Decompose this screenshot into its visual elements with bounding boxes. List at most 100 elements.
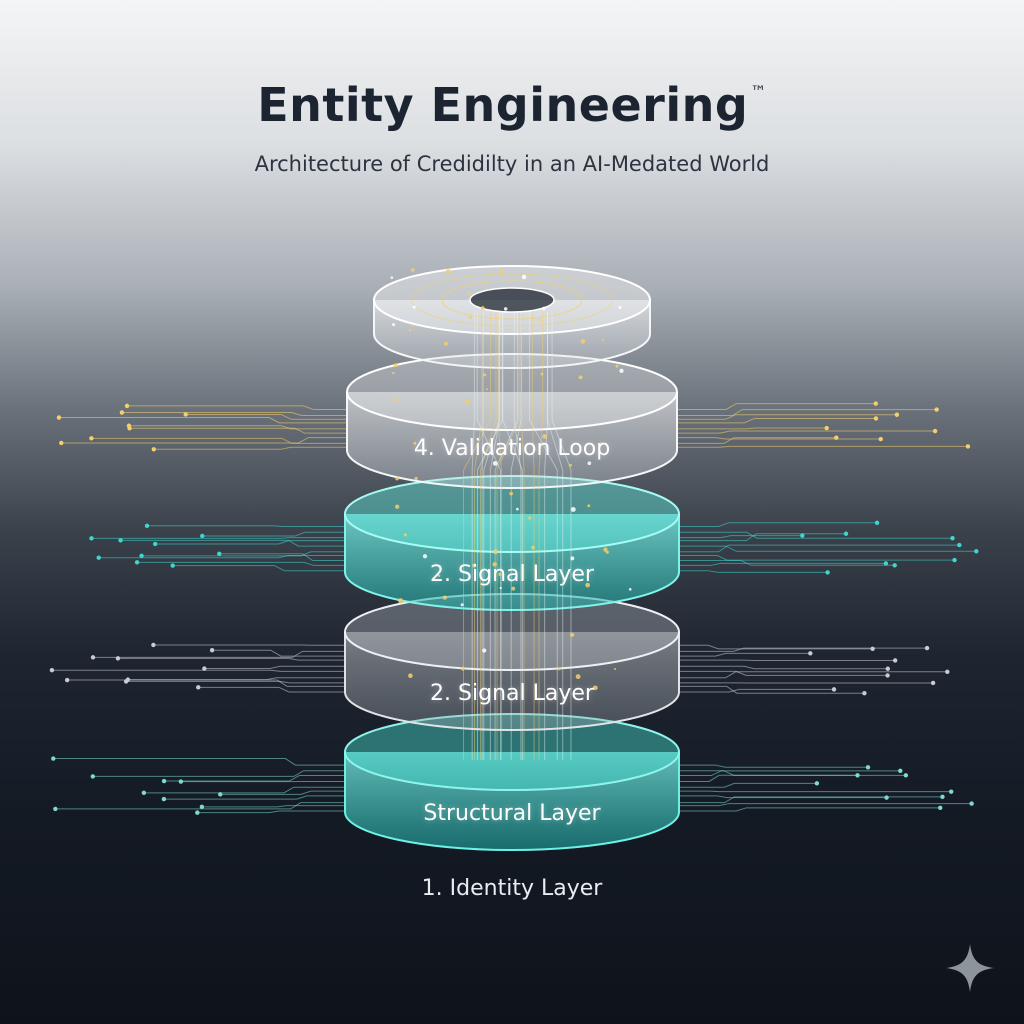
circuit-node	[64, 677, 70, 683]
circuit-line	[172, 565, 346, 572]
glow-particle	[531, 545, 535, 550]
filament-line	[513, 312, 522, 760]
circuit-node	[874, 520, 880, 526]
layer-label-identity: 1. Identity Layer	[421, 876, 603, 901]
circuit-node	[862, 690, 867, 696]
filament-line	[483, 312, 500, 760]
circuit-node	[152, 541, 158, 547]
glow-particle	[443, 341, 448, 346]
circuit-node	[800, 533, 805, 538]
filament-line	[531, 312, 535, 760]
central-filaments	[463, 312, 572, 760]
circuit-node	[196, 685, 201, 690]
circuit-line	[212, 649, 346, 657]
filament-line	[546, 312, 564, 760]
circuit-line	[91, 537, 346, 539]
circuit-node	[195, 810, 200, 815]
circuit-node	[855, 773, 860, 778]
filament-line	[497, 312, 503, 760]
circuit-line	[678, 562, 886, 566]
circuit-line	[678, 554, 955, 561]
glow-particle	[618, 305, 622, 310]
circuit-line	[117, 657, 346, 661]
circuit-line	[678, 795, 887, 799]
circuit-line	[147, 525, 346, 527]
glow-particle	[492, 549, 499, 555]
glow-particle	[570, 506, 576, 512]
circuit-line	[137, 561, 346, 566]
circuit-line	[678, 545, 977, 552]
circuit-node	[89, 436, 94, 441]
glow-particle	[395, 504, 400, 509]
glow-particle	[393, 363, 398, 368]
filament-line	[476, 312, 502, 760]
filament-line	[551, 312, 572, 760]
filament-line	[471, 312, 475, 760]
glow-particle	[492, 461, 498, 466]
circuit-line	[91, 437, 348, 444]
circuit-line	[164, 775, 346, 782]
glow-particle	[498, 572, 502, 576]
circuit-node	[199, 804, 205, 810]
circuit-line	[202, 531, 346, 537]
filament-line	[463, 312, 491, 760]
sparkle-icon	[946, 944, 994, 992]
circuit-node	[824, 425, 829, 431]
circuit-line	[127, 677, 346, 681]
circuit-node	[940, 794, 945, 800]
circuit-line	[143, 786, 346, 794]
circuit-node	[53, 806, 58, 812]
circuit-node	[952, 557, 957, 563]
circuit-line	[98, 554, 346, 559]
circuit-line	[129, 427, 348, 434]
circuit-line	[678, 533, 847, 542]
circuit-node	[932, 428, 938, 434]
circuit-node	[894, 412, 900, 417]
circuit-line	[678, 647, 928, 652]
glow-particle	[460, 688, 463, 691]
filament-line	[496, 312, 520, 760]
glow-particle	[628, 588, 632, 591]
circuit-line	[153, 446, 348, 450]
glow-particle	[408, 329, 412, 332]
circuit-node	[161, 778, 167, 784]
circuit-line	[678, 790, 952, 793]
circuit-line	[678, 522, 878, 527]
glow-particle	[602, 339, 605, 342]
layer-disc-signal-grey	[344, 593, 680, 731]
circuit-line	[678, 782, 817, 788]
layer-disc-structural	[344, 713, 680, 851]
glow-particle	[392, 323, 396, 327]
glow-particle	[509, 491, 514, 496]
circuit-line	[198, 686, 346, 693]
circuit-node	[90, 655, 96, 660]
circuit-node	[873, 416, 879, 421]
circuit-node	[200, 533, 205, 539]
circuit-node	[930, 680, 936, 686]
glow-particle	[580, 339, 586, 344]
circuit-node	[89, 536, 94, 541]
circuit-line	[51, 669, 346, 672]
glow-particle	[542, 306, 546, 311]
circuit-line	[678, 764, 869, 768]
circuit-line	[678, 803, 972, 807]
circuit-node	[924, 645, 930, 651]
circuit-node	[178, 779, 184, 784]
circuit-line	[678, 560, 895, 566]
circuit-node	[974, 549, 979, 554]
glow-particle	[619, 368, 624, 373]
circuit-node	[151, 642, 156, 648]
circuit-line	[676, 437, 837, 444]
circuit-node	[202, 666, 207, 671]
circuit-node	[948, 789, 954, 794]
glow-particle	[403, 533, 407, 537]
glow-particle	[445, 269, 451, 275]
circuit-line	[201, 805, 346, 808]
circuit-line	[676, 409, 937, 417]
circuit-node	[139, 553, 144, 559]
circuit-line	[220, 790, 346, 795]
circuit-node	[870, 646, 875, 652]
glow-particle	[585, 582, 590, 588]
circuit-node	[808, 651, 813, 656]
